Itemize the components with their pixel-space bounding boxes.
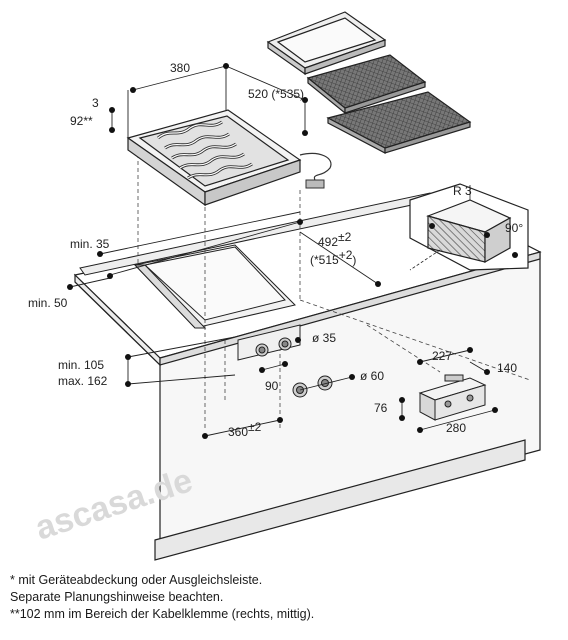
label-angle: 90° bbox=[505, 221, 523, 235]
label-grill-width: 380 bbox=[170, 61, 190, 75]
label-max-162: max. 162 bbox=[58, 374, 108, 388]
footnote-1: * mit Geräteabdeckung oder Ausgleichslei… bbox=[10, 573, 263, 587]
label-cutout-depth-alt: (*515+2) bbox=[310, 248, 356, 267]
grill-grate-2 bbox=[326, 91, 472, 154]
label-box-227: 227 bbox=[432, 349, 452, 363]
label-min-105: min. 105 bbox=[58, 358, 104, 372]
label-radius: R 3 bbox=[453, 184, 472, 198]
label-box-76: 76 bbox=[374, 401, 388, 415]
dimension-dots bbox=[67, 63, 518, 439]
label-dist-90: 90 bbox=[265, 379, 279, 393]
footnote-3: **102 mm im Bereich der Kabelklemme (rec… bbox=[10, 607, 315, 621]
label-grill-height: 92** bbox=[70, 114, 93, 128]
label-box-140: 140 bbox=[497, 361, 517, 375]
label-cutout-depth: 492±2 bbox=[318, 230, 352, 249]
detail-inset bbox=[409, 183, 529, 271]
terminal-box bbox=[418, 374, 487, 421]
label-min-35: min. 35 bbox=[70, 237, 110, 251]
accessory-tray bbox=[266, 11, 387, 76]
installation-diagram: 380 520 (*535) 3 92** R 3 90° min. 35 mi… bbox=[28, 11, 542, 561]
connection-plate bbox=[237, 324, 333, 398]
cutout-opening bbox=[133, 244, 296, 329]
label-box-280: 280 bbox=[446, 421, 466, 435]
label-grill-depth: 520 (*535) bbox=[248, 87, 304, 101]
label-grill-gap: 3 bbox=[92, 96, 99, 110]
label-dia-60: ø 60 bbox=[360, 369, 384, 383]
label-cutout-width: 360±2 bbox=[228, 420, 262, 439]
grill-grate-1 bbox=[306, 54, 427, 115]
footnotes: * mit Geräteabdeckung oder Ausgleichslei… bbox=[10, 572, 560, 623]
label-min-50: min. 50 bbox=[28, 296, 68, 310]
dashed-projection-lines bbox=[137, 140, 531, 430]
footnote-2: Separate Planungshinweise beachten. bbox=[10, 590, 224, 604]
grill-appliance bbox=[126, 109, 332, 207]
label-dia-35: ø 35 bbox=[312, 331, 336, 345]
